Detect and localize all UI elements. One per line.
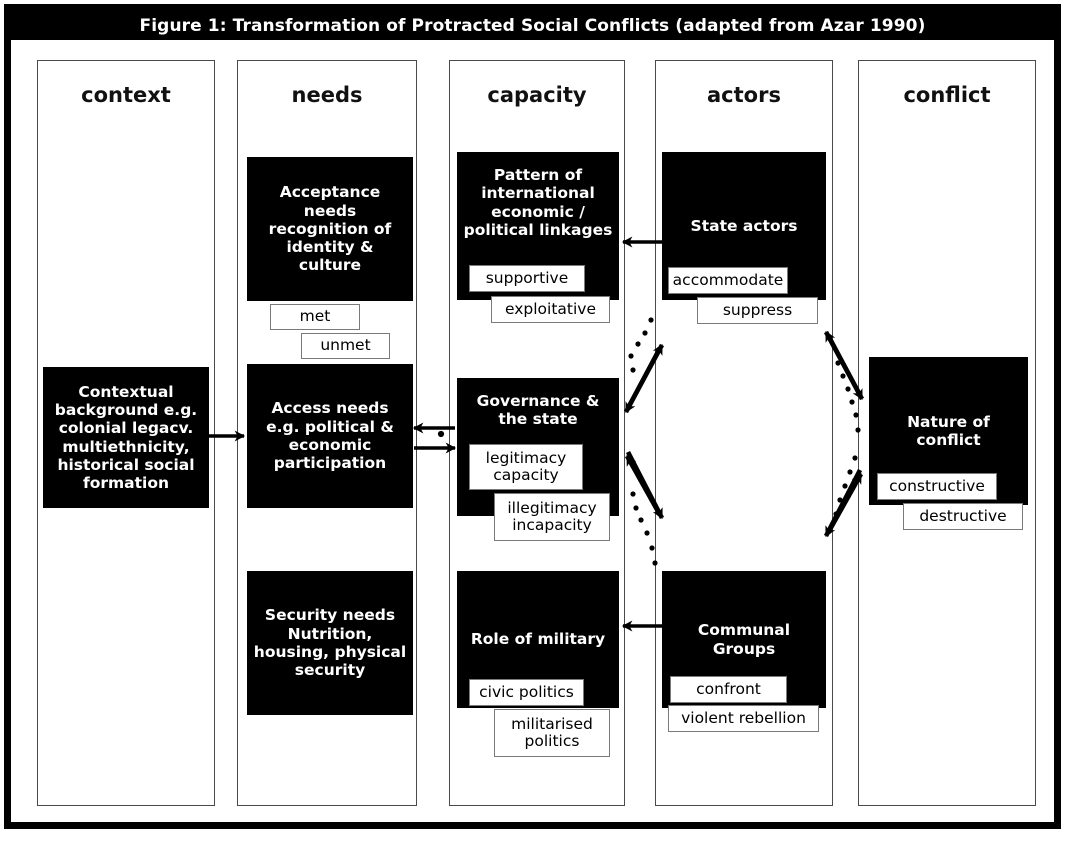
box-acceptance-needs-label: Acceptance needs recognition of identity… [268,183,392,275]
tag-linkages-supportive[interactable]: supportive [469,265,585,292]
box-contextual-background[interactable]: Contextual background e.g. colonial lega… [43,367,209,508]
figure-title: Figure 1: Transformation of Protracted S… [11,11,1054,40]
box-security-needs-label: Security needs Nutrition, housing, physi… [253,606,407,680]
column-header-context: context [81,83,171,107]
tag-state-accommodate[interactable]: accommodate [668,267,788,294]
tag-governance-legitimacy-capacity[interactable]: legitimacy capacity [469,444,583,490]
tag-communal-confront[interactable]: confront [670,676,787,703]
tag-state-suppress[interactable]: suppress [697,297,818,324]
box-communal-groups-label: Communal Groups [697,621,791,658]
box-security-needs[interactable]: Security needs Nutrition, housing, physi… [247,571,413,715]
box-access-needs-label: Access needs e.g. political & economic p… [266,399,394,473]
box-nature-of-conflict-label: Nature of conflict [907,412,990,449]
tag-acceptance-met[interactable]: met [270,304,360,330]
tag-communal-violent-rebellion[interactable]: violent rebellion [668,705,819,732]
tag-acceptance-unmet[interactable]: unmet [301,333,390,359]
box-international-linkages-label: Pattern of international economic / poli… [463,166,613,239]
tag-conflict-constructive[interactable]: constructive [877,473,997,500]
box-state-actors-label: State actors [690,216,798,235]
column-header-capacity: capacity [487,83,587,107]
box-acceptance-needs[interactable]: Acceptance needs recognition of identity… [247,157,413,301]
tag-linkages-exploitative[interactable]: exploitative [491,296,610,323]
tag-military-civic-politics[interactable]: civic politics [469,679,584,706]
box-access-needs[interactable]: Access needs e.g. political & economic p… [247,364,413,508]
column-header-needs: needs [291,83,363,107]
column-header-conflict: conflict [903,83,991,107]
box-contextual-background-label: Contextual background e.g. colonial lega… [54,382,198,493]
box-governance-and-state-label: Governance & the state [476,392,600,429]
column-header-actors: actors [707,83,781,107]
box-role-of-military-label: Role of military [470,630,606,649]
tag-conflict-destructive[interactable]: destructive [903,503,1023,530]
tag-governance-illegitimacy-incapacity[interactable]: illegitimacy incapacity [494,493,610,541]
tag-military-militarised-politics[interactable]: militarised politics [494,709,610,757]
